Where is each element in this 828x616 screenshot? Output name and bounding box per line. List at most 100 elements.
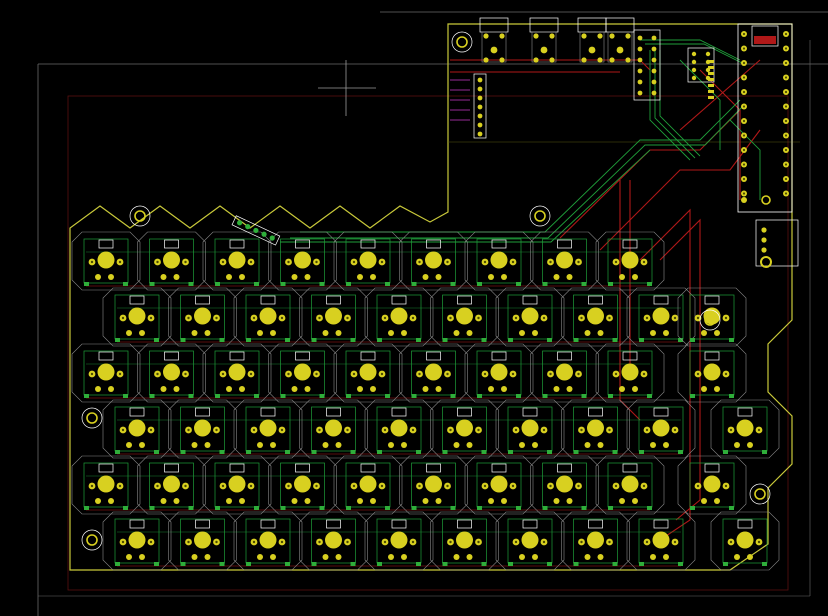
pad-hole	[696, 484, 700, 488]
center-pad	[325, 419, 342, 437]
key-outline	[376, 518, 422, 564]
pad-hole	[184, 372, 187, 376]
smd-pad	[708, 66, 714, 69]
diode-silk	[295, 351, 310, 361]
pad-hole	[477, 428, 480, 432]
switch-pin	[388, 442, 394, 448]
mounting-hole-outline	[529, 205, 551, 227]
key-outline	[311, 294, 356, 340]
key-switch	[299, 287, 368, 347]
key-courtyard	[168, 399, 237, 459]
switch-pin	[435, 498, 442, 504]
switch-pin	[597, 442, 604, 448]
pad-hole	[742, 192, 746, 195]
key-courtyard	[399, 455, 468, 515]
pad-hole	[742, 148, 746, 152]
key-courtyard	[626, 399, 696, 459]
board-edge	[69, 23, 793, 571]
key-courtyard	[364, 511, 434, 571]
side-key-footprints	[677, 287, 780, 571]
switch-pin	[663, 330, 669, 336]
diode-silk	[229, 239, 245, 249]
pad-hole	[784, 32, 788, 36]
pad-hole	[742, 177, 746, 181]
key-outline	[573, 406, 618, 452]
center-pad	[556, 251, 573, 269]
key-outline	[376, 294, 422, 340]
key-outline	[180, 406, 225, 452]
diode-silk	[98, 351, 114, 361]
angled-header	[231, 215, 281, 246]
pad-hole	[346, 540, 349, 544]
connector-pin	[597, 33, 603, 39]
center-pad	[194, 419, 211, 437]
bottom-trace	[729, 119, 761, 200]
key-switch	[364, 511, 434, 571]
smd-pad	[678, 562, 683, 566]
key-switch	[71, 455, 141, 515]
center-pad	[556, 475, 573, 493]
smd-pad	[149, 394, 155, 398]
switch-pin	[553, 274, 560, 280]
key-outline	[311, 406, 356, 452]
smd-pad	[762, 562, 767, 566]
switch-pin	[519, 330, 525, 336]
smd-pad	[708, 72, 714, 75]
connector-pin	[549, 33, 555, 39]
key-switch	[202, 455, 272, 515]
pad-hole	[449, 428, 452, 432]
connector-pin	[616, 46, 624, 54]
smd-pad	[547, 338, 552, 342]
diode-silk	[457, 295, 472, 305]
switch-pin	[566, 386, 573, 392]
center-pad	[97, 251, 115, 269]
smd-pad	[729, 394, 734, 398]
center-pad	[425, 363, 442, 381]
drawing-frame	[37, 11, 828, 616]
header-pin	[253, 227, 259, 234]
key-outline	[638, 294, 684, 340]
key-switch	[677, 343, 747, 403]
pad-hole	[411, 316, 415, 320]
key-switch	[495, 399, 565, 459]
mounting-hole-outline	[699, 309, 721, 331]
diode-silk	[588, 295, 603, 305]
diode-silk	[457, 519, 472, 529]
switch-pin	[597, 554, 604, 560]
smd-pad	[311, 450, 317, 454]
key-courtyard	[595, 343, 665, 403]
key-courtyard	[168, 287, 237, 347]
key-outline	[245, 406, 291, 452]
pad-hole	[187, 316, 190, 320]
switch-pin	[701, 386, 707, 392]
key-outline	[638, 518, 684, 564]
center-pad	[521, 307, 539, 325]
pad-hole	[90, 260, 94, 264]
smd-pad	[508, 562, 513, 566]
header-pin	[261, 231, 267, 237]
ic-pin	[691, 75, 697, 81]
smd-pad	[215, 506, 220, 510]
pad-hole	[118, 484, 122, 488]
key-outline	[114, 294, 160, 340]
ic-outline	[687, 47, 715, 83]
pad-hole	[280, 428, 284, 432]
connector-pin	[625, 33, 631, 39]
key-courtyard	[168, 511, 237, 571]
switch-pin	[270, 554, 276, 560]
smd-pad	[215, 282, 220, 286]
connector-pin	[483, 57, 489, 63]
pad-hole	[784, 119, 788, 123]
pad-hole	[724, 316, 728, 320]
switch-pin	[370, 274, 376, 280]
mounting-hole	[534, 210, 546, 222]
key-courtyard	[137, 343, 206, 403]
mounting-hole	[86, 534, 98, 546]
center-pad	[456, 531, 473, 549]
smd-pad	[280, 394, 286, 398]
connector-courtyard	[481, 31, 507, 63]
smd-pad	[346, 394, 351, 398]
pad-hole	[90, 372, 94, 376]
key-switch	[595, 231, 665, 291]
